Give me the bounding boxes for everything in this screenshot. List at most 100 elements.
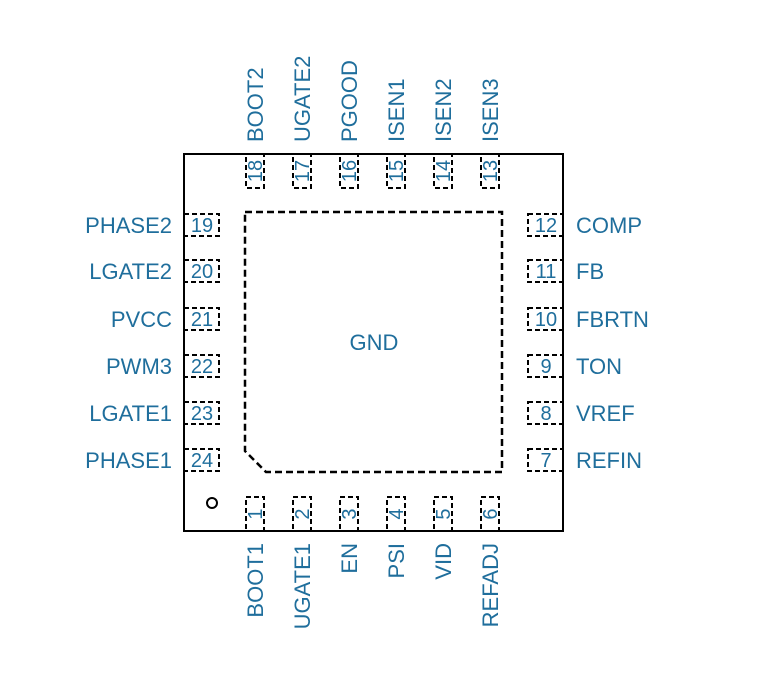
pin-7: 7 REFIN [527, 448, 642, 473]
pin-name: BOOT2 [243, 67, 268, 142]
pin-number: 24 [191, 450, 213, 472]
pin-number: 10 [535, 309, 557, 331]
pin-name: UGATE2 [290, 56, 315, 142]
pin-number: 9 [540, 356, 551, 378]
pin-name: REFIN [576, 448, 642, 473]
pin-number: 13 [480, 160, 502, 182]
pin-number: 11 [536, 261, 557, 283]
pin-pad [480, 496, 500, 532]
pin-pad [527, 259, 564, 283]
pin-number: 12 [535, 215, 557, 237]
pin-number: 3 [339, 508, 361, 519]
pin-name: PHASE2 [85, 213, 172, 238]
pin-name: PHASE1 [85, 448, 172, 473]
pin-number: 19 [191, 215, 213, 237]
pin-pad [433, 153, 453, 189]
pin-number: 14 [433, 160, 455, 182]
pins-layer: 1BOOT12UGATE13EN4PSI5VID6REFADJ13ISEN314… [85, 56, 649, 630]
pin-number: 8 [540, 403, 551, 425]
pin-number: 15 [386, 160, 408, 182]
pin-name: ISEN2 [431, 78, 456, 142]
pin-3: 3EN [337, 496, 362, 574]
pin-name: REFADJ [478, 543, 503, 627]
pin-10: 10 FBRTN [527, 307, 649, 332]
pin-pad [339, 496, 359, 532]
pin-21: 21 PVCC [111, 307, 220, 332]
pin-8: 8 VREF [527, 401, 635, 426]
pin-number: 7 [540, 450, 551, 472]
pin-pad [292, 496, 312, 532]
pin-name: PVCC [111, 307, 172, 332]
pin-name: BOOT1 [243, 543, 268, 618]
pin-name: ISEN3 [478, 78, 503, 142]
pin-pad [245, 153, 265, 189]
pin-name: LGATE2 [89, 259, 172, 284]
pin-number: 20 [191, 261, 213, 283]
pin-number: 16 [339, 160, 361, 182]
pin-name: PWM3 [106, 354, 172, 379]
pin-number: 23 [191, 403, 213, 425]
pin-15: 15 ISEN1 [384, 78, 409, 189]
pin-pad [183, 213, 220, 237]
pin-pad [183, 307, 220, 331]
package-body [183, 153, 564, 532]
pin-11: 11 FB [527, 259, 604, 284]
pin-22: 22 PWM3 [106, 354, 220, 379]
pin-pad [433, 496, 453, 532]
pin-14: 14 ISEN2 [431, 78, 456, 189]
pin-pad [292, 153, 312, 189]
pin-number: 22 [191, 356, 213, 378]
pin-pad [245, 496, 265, 532]
pin-name: UGATE1 [290, 543, 315, 629]
pin-name: FB [576, 259, 604, 284]
pin-pad [386, 496, 406, 532]
pin-pad [480, 153, 500, 189]
pin-24: 24 PHASE1 [85, 448, 220, 473]
pin-name: PSI [384, 543, 409, 578]
pin-19: 19 PHASE2 [85, 213, 220, 238]
pin-name: LGATE1 [89, 401, 172, 426]
pin-name: VREF [576, 401, 635, 426]
pin-20: 20 LGATE2 [89, 259, 220, 284]
pin-pad [339, 153, 359, 189]
pin-23: 23 LGATE1 [89, 401, 220, 426]
pin-pad [527, 307, 564, 331]
pin-pad [527, 448, 564, 472]
pin-number: 2 [292, 508, 314, 519]
pin-name: FBRTN [576, 307, 649, 332]
pin-name: TON [576, 354, 622, 379]
pin-9: 9 TON [527, 354, 622, 379]
pin1-marker-icon [206, 497, 218, 509]
pin-pad [527, 401, 564, 425]
pin-number: 21 [191, 309, 213, 331]
pin-13: 13 ISEN3 [478, 78, 503, 189]
pin-pad [183, 448, 220, 472]
pin-12: 12 COMP [527, 213, 642, 238]
pin-name: EN [337, 543, 362, 574]
pin-number: 4 [386, 508, 408, 519]
center-label: GND [350, 330, 399, 355]
pin-17: 17 UGATE2 [290, 56, 315, 189]
pin-pad [386, 153, 406, 189]
pin-pad [183, 401, 220, 425]
pin-number: 1 [245, 508, 267, 519]
pin-pad [527, 213, 564, 237]
pin-pad [527, 354, 564, 378]
pin-name: COMP [576, 213, 642, 238]
pin-16: 16 PGOOD [337, 60, 362, 189]
pin-name: ISEN1 [384, 78, 409, 142]
pin-name: PGOOD [337, 60, 362, 142]
pin-name: VID [431, 543, 456, 580]
pin-number: 5 [433, 508, 455, 519]
pin-pad [183, 259, 220, 283]
pin-pad [183, 354, 220, 378]
pin-number: 6 [480, 508, 502, 519]
pin-number: 17 [292, 160, 314, 182]
